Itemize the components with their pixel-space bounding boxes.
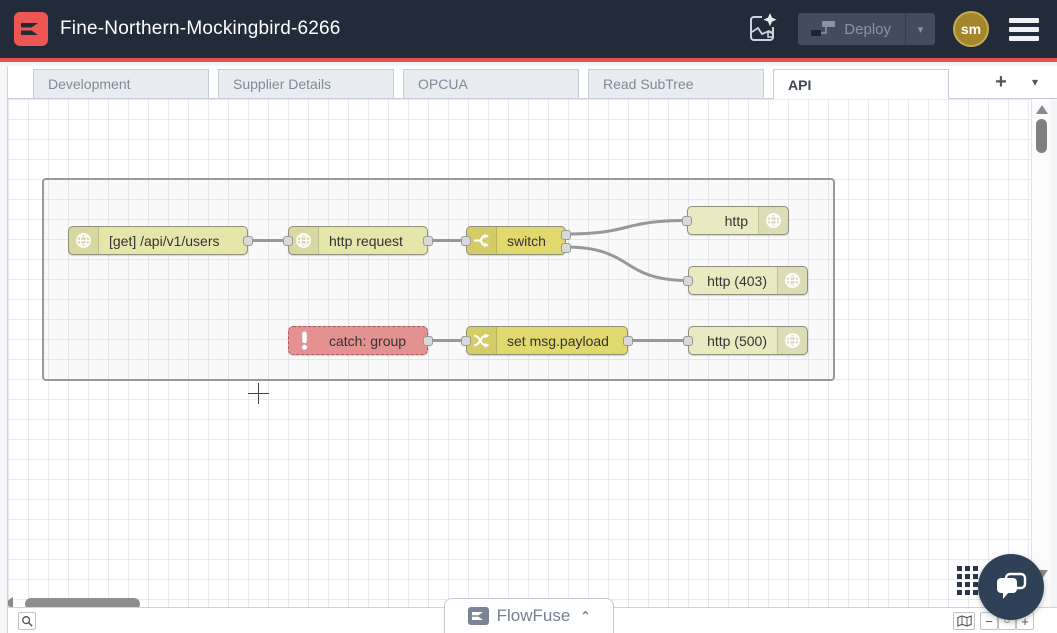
flow-canvas[interactable]: [get] /api/v1/users http request switch htt… <box>8 99 1031 607</box>
shuffle-icon <box>467 327 497 354</box>
node-http-200[interactable]: http <box>682 206 789 235</box>
node-label: http (500) <box>707 332 767 349</box>
input-port[interactable] <box>461 335 471 346</box>
node-http-403[interactable]: http (403) <box>683 266 808 295</box>
tab-development[interactable]: Development <box>33 69 209 98</box>
tab-label: OPCUA <box>418 76 468 92</box>
node-set-payload[interactable]: set msg.payload <box>461 326 633 355</box>
globe-icon <box>777 327 807 354</box>
hscroll-left-arrow[interactable] <box>4 597 13 609</box>
chat-drag-handle[interactable] <box>957 566 978 595</box>
ai-assistant-icon[interactable] <box>744 11 780 47</box>
node-label: set msg.payload <box>507 332 609 349</box>
tab-read-subtree[interactable]: Read SubTree <box>588 69 764 98</box>
tab-api[interactable]: API <box>773 69 949 99</box>
palette-gutter <box>0 66 8 633</box>
globe-icon <box>289 227 319 254</box>
flowfuse-logo-icon <box>14 12 48 46</box>
exclamation-icon <box>289 327 319 354</box>
globe-icon <box>777 267 807 294</box>
input-port[interactable] <box>461 235 471 246</box>
deploy-icon <box>811 21 836 36</box>
cursor-crosshair <box>258 383 259 404</box>
wire[interactable] <box>565 245 689 282</box>
vscroll-down-arrow[interactable] <box>1036 570 1048 579</box>
add-flow-button[interactable]: + <box>995 70 1007 93</box>
tab-supplier-details[interactable]: Supplier Details <box>218 69 394 98</box>
vscroll-track[interactable] <box>1031 99 1050 607</box>
output-port[interactable] <box>561 230 571 240</box>
node-http-500[interactable]: http (500) <box>683 326 808 355</box>
tab-label: Development <box>48 76 131 92</box>
fork-icon <box>467 227 497 254</box>
output-port[interactable] <box>623 335 633 346</box>
vscroll-thumb[interactable] <box>1036 119 1047 153</box>
input-port[interactable] <box>682 215 692 226</box>
flow-tabbar: Development Supplier Details OPCUA Read Sub… <box>8 66 1057 99</box>
input-port[interactable] <box>683 335 693 346</box>
globe-icon <box>69 227 99 254</box>
input-port[interactable] <box>283 235 293 246</box>
node-label: http (403) <box>707 272 767 289</box>
output-port[interactable] <box>423 235 433 246</box>
input-port[interactable] <box>683 275 693 286</box>
flowfuse-banner-logo-icon <box>467 607 489 625</box>
deploy-button-label: Deploy <box>844 20 891 38</box>
output-port[interactable] <box>561 243 571 253</box>
output-port[interactable] <box>243 235 253 246</box>
tab-label: API <box>788 76 812 93</box>
tab-opcua[interactable]: OPCUA <box>403 69 579 98</box>
node-label: [get] /api/v1/users <box>109 232 220 249</box>
search-icon <box>22 616 33 627</box>
node-http-in[interactable]: [get] /api/v1/users <box>68 226 253 255</box>
vscroll-up-arrow[interactable] <box>1036 105 1048 114</box>
map-icon <box>956 615 972 627</box>
tab-label: Supplier Details <box>233 76 332 92</box>
deploy-button[interactable]: Deploy ▾ <box>798 13 935 45</box>
main-menu-icon[interactable] <box>1007 14 1041 45</box>
navigator-toggle-button[interactable] <box>953 612 975 630</box>
header: Fine-Northern-Mockingbird-6266 Deploy ▾ … <box>0 0 1057 62</box>
zoom-out-button[interactable]: − <box>980 612 998 630</box>
flowfuse-banner[interactable]: FlowFuse ⌃ <box>444 598 614 633</box>
chat-launcher-button[interactable] <box>978 554 1044 620</box>
chevron-up-icon[interactable]: ⌃ <box>580 609 591 623</box>
user-avatar[interactable]: sm <box>953 11 989 47</box>
deploy-options-caret[interactable]: ▾ <box>905 13 935 45</box>
node-http-request[interactable]: http request <box>283 226 433 255</box>
page-title: Fine-Northern-Mockingbird-6266 <box>60 18 341 39</box>
search-button[interactable] <box>18 612 36 630</box>
node-label: http <box>724 212 748 229</box>
wire[interactable] <box>565 219 688 236</box>
node-catch-group[interactable]: catch: group <box>288 326 433 355</box>
output-port[interactable] <box>423 335 433 346</box>
wire-layer <box>247 219 689 343</box>
node-label: http request <box>329 232 403 249</box>
node-label: catch: group <box>329 332 407 349</box>
node-label: switch <box>507 232 546 249</box>
tab-label: Read SubTree <box>603 76 694 92</box>
globe-icon <box>758 207 788 234</box>
flow-list-caret[interactable]: ▾ <box>1031 75 1039 89</box>
flowfuse-banner-label: FlowFuse <box>496 606 571 625</box>
chat-bubble-icon <box>997 572 1027 599</box>
node-switch[interactable]: switch <box>461 226 571 255</box>
